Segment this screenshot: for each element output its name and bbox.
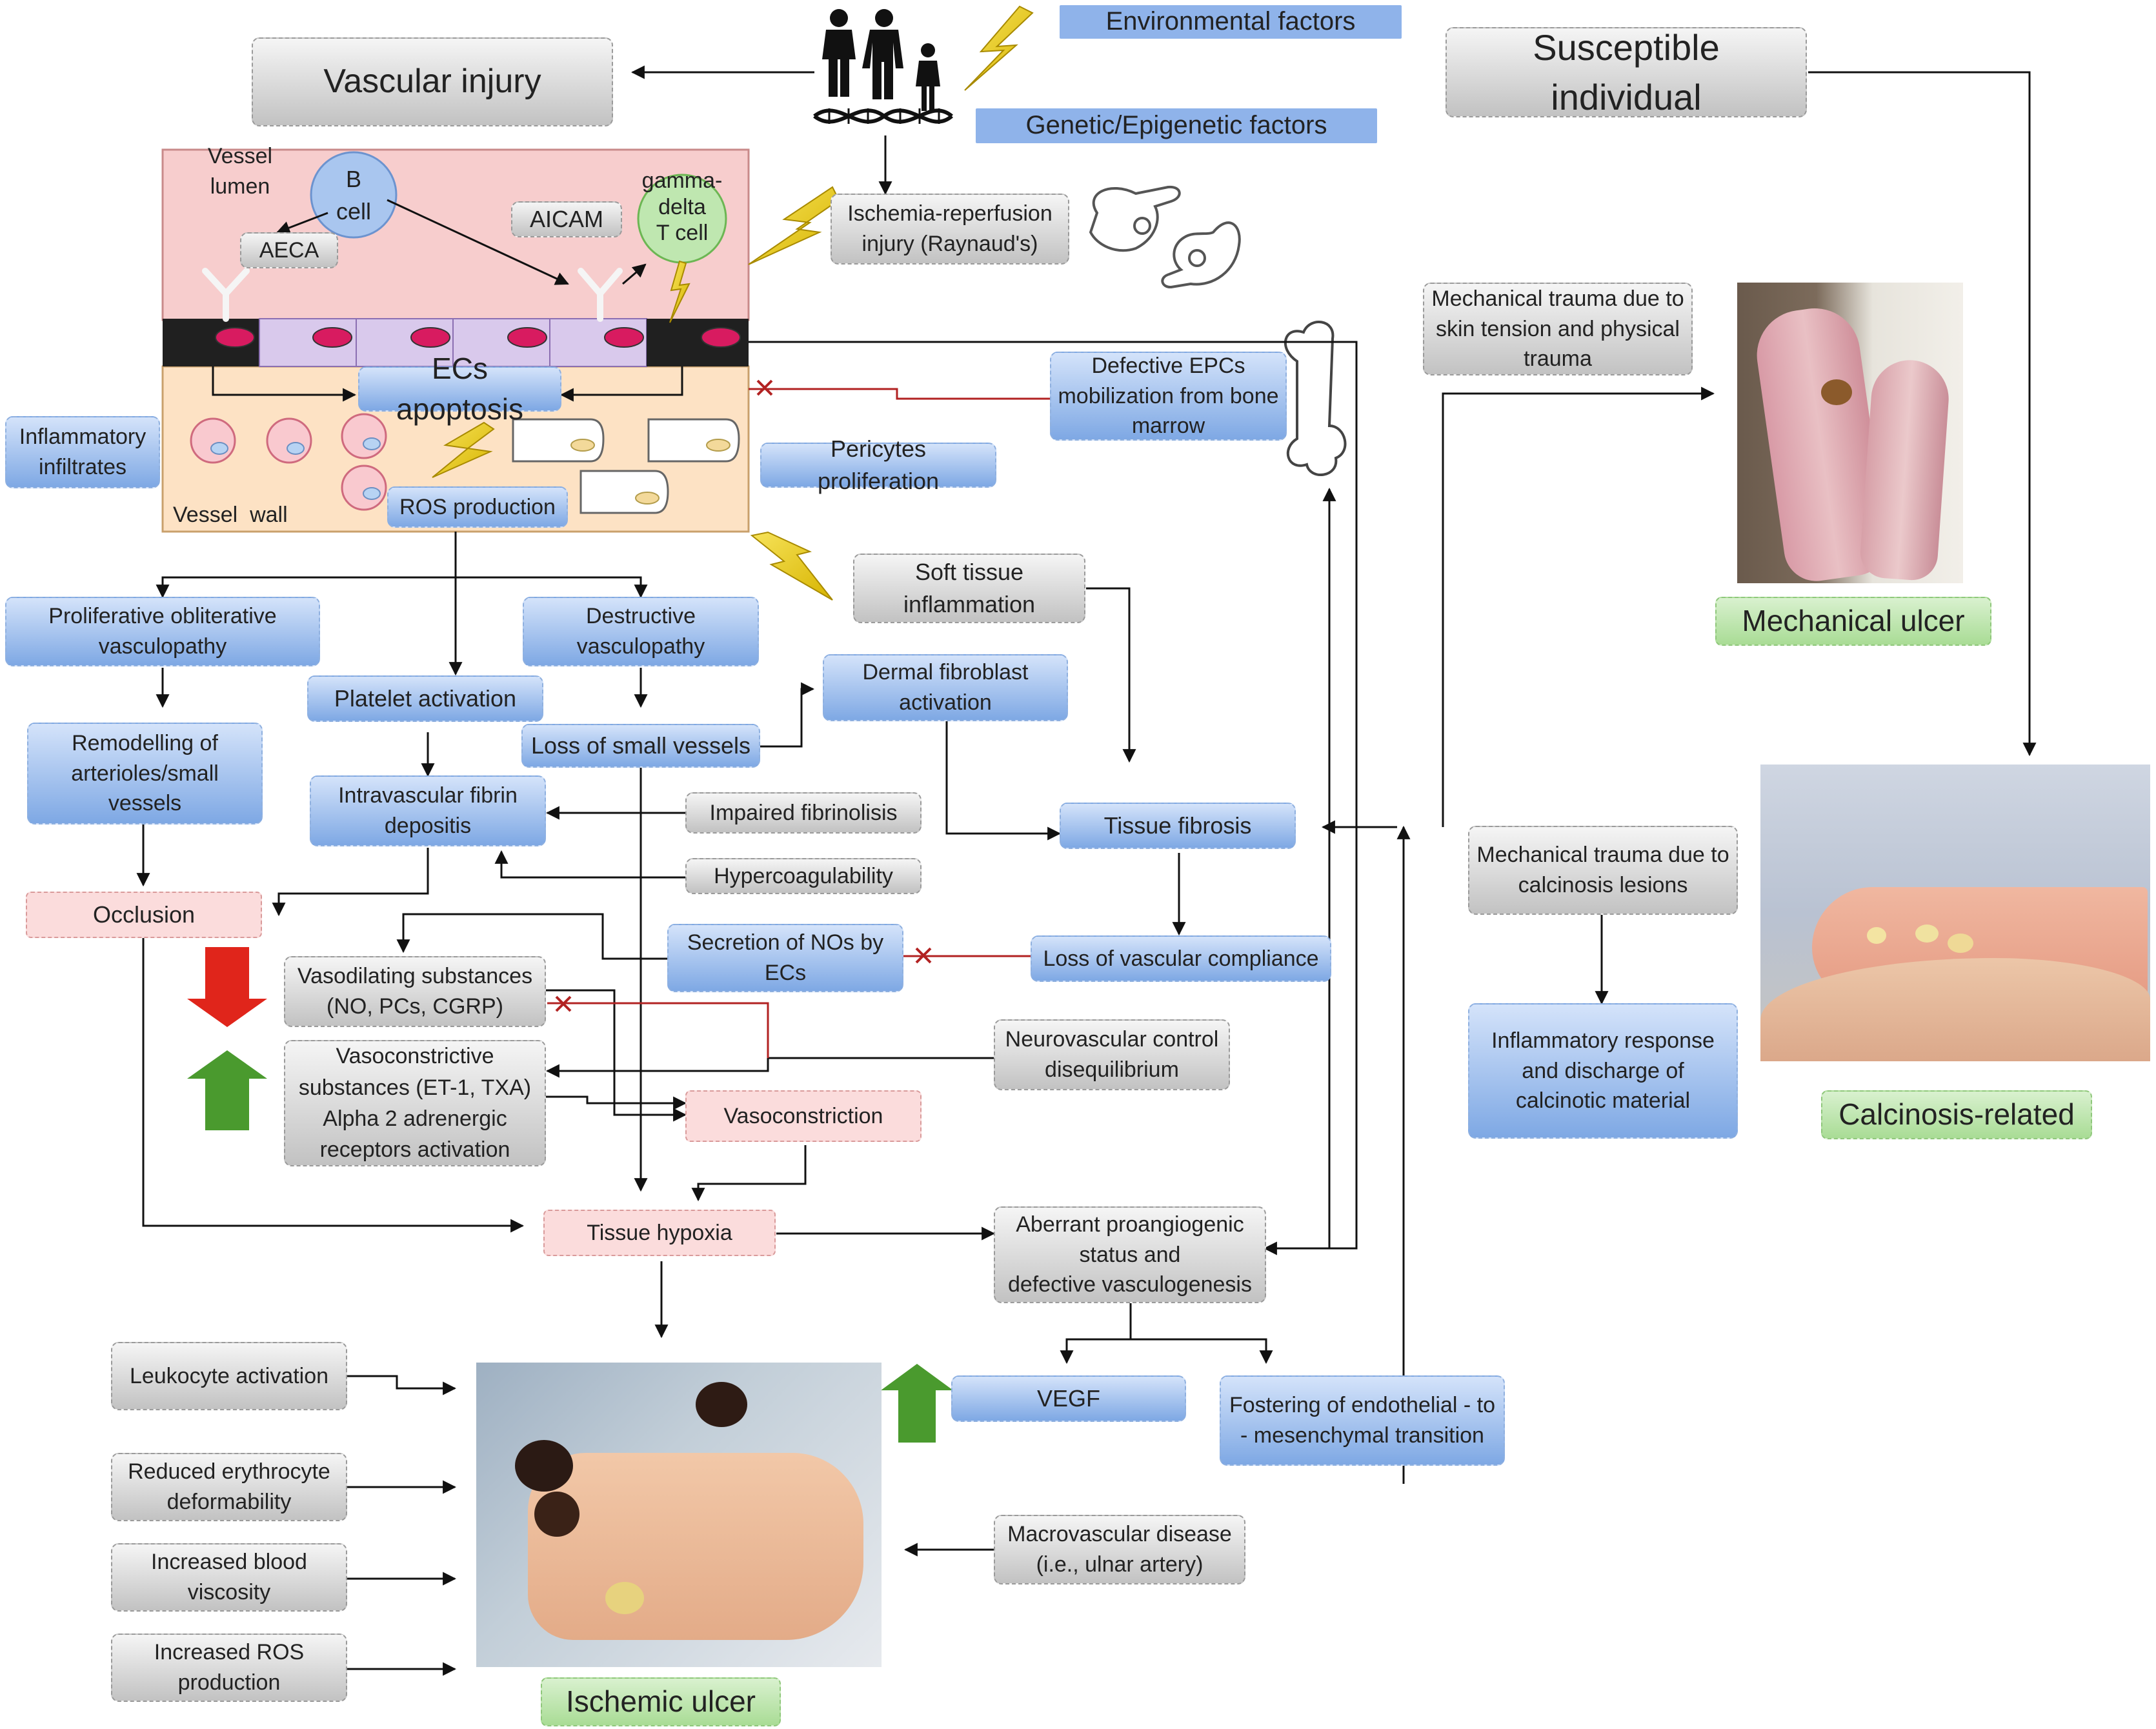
environmental-factors-label: Environmental factors	[1060, 5, 1402, 39]
aicam-label: AICAM	[511, 201, 622, 237]
inflammatory-cells	[190, 413, 387, 511]
proliferative-vasculopathy-box: Proliferative obliterative vasculopathy	[5, 597, 320, 666]
vegf-box: VEGF	[951, 1375, 1186, 1422]
pericytes-proliferation-box: Pericytes proliferation	[760, 435, 996, 494]
ischemic-ulcer-label: Ischemic ulcer	[541, 1677, 781, 1726]
inflammatory-infiltrates-box: Inflammatory infiltrates	[5, 416, 160, 488]
soft-tissue-inflammation-box: Soft tissue inflammation	[853, 554, 1085, 623]
aberrant-proangiogenic-box: Aberrant proangiogenic status and defect…	[994, 1206, 1266, 1303]
lightning-icon	[964, 5, 1034, 91]
inflammatory-response-box: Inflammatory response and discharge of c…	[1468, 1003, 1738, 1139]
leukocyte-activation-box: Leukocyte activation	[111, 1342, 347, 1410]
loss-small-vessels-box: Loss of small vessels	[521, 724, 760, 768]
fostering-endothelial-box: Fostering of endothelial - to - mesenchy…	[1220, 1375, 1505, 1466]
connectors	[136, 65, 2037, 1676]
hands-icon	[1089, 185, 1241, 288]
occlusion-box: Occlusion	[26, 892, 262, 938]
increased-viscosity-box: Increased blood viscosity	[111, 1543, 347, 1612]
ischemia-reperfusion-box: Ischemia-reperfusion injury (Raynaud's)	[831, 194, 1069, 265]
genetic-factors-label: Genetic/Epigenetic factors	[976, 108, 1377, 143]
ros-production-box: ROS production	[387, 486, 568, 528]
impaired-fibrinolisis-box: Impaired fibrinolisis	[685, 792, 922, 834]
macrovascular-disease-box: Macrovascular disease (i.e., ulnar arter…	[994, 1515, 1245, 1584]
vasoconstrictive-substances-box: Vasoconstrictive substances (ET-1, TXA) …	[284, 1040, 546, 1166]
vessel-wall-label: Vessel wall	[173, 502, 288, 527]
platelet-activation-box: Platelet activation	[307, 675, 543, 722]
mechanical-trauma-skin-box: Mechanical trauma due to skin tension an…	[1423, 283, 1693, 375]
mechanical-ulcer-label: Mechanical ulcer	[1715, 597, 1991, 646]
ecs-apoptosis-box: ECs apoptosis	[358, 352, 561, 426]
lightning-icon	[669, 260, 690, 323]
neurovascular-box: Neurovascular control disequilibrium	[994, 1019, 1230, 1090]
loss-vascular-compliance-box: Loss of vascular compliance	[1031, 935, 1331, 982]
susceptible-individual-box: Susceptible individual	[1446, 27, 1807, 117]
remodelling-box: Remodelling of arterioles/small vessels	[27, 723, 263, 825]
vasoconstriction-box: Vasoconstriction	[685, 1090, 922, 1142]
vasodilating-substances-box: Vasodilating substances (NO, PCs, CGRP)	[284, 956, 546, 1027]
lightning-icon	[748, 186, 840, 265]
tissue-hypoxia-box: Tissue hypoxia	[543, 1210, 776, 1256]
tissue-fibrosis-box: Tissue fibrosis	[1060, 803, 1296, 849]
b-cell-label: B cell	[336, 166, 372, 225]
calcinosis-photo	[1760, 765, 2150, 1061]
aeca-label: AECA	[240, 232, 338, 268]
vascular-injury-box: Vascular injury	[252, 37, 613, 126]
defective-epcs-box: Defective EPCs mobilization from bone ma…	[1050, 352, 1287, 441]
mechanical-trauma-calcinosis-box: Mechanical trauma due to calcinosis lesi…	[1468, 826, 1738, 915]
calcinosis-related-label: Calcinosis-related	[1821, 1090, 2092, 1139]
lightning-icon	[432, 421, 495, 478]
inhibition-x-icon	[555, 379, 932, 1012]
lightning-icon	[750, 531, 833, 601]
secretion-nos-box: Secretion of NOs by ECs	[667, 924, 903, 992]
reduced-erythrocyte-box: Reduced erythrocyte deformability	[111, 1453, 347, 1521]
bone-icon	[1284, 321, 1347, 476]
decrease-arrow-icon	[187, 947, 267, 1027]
dermal-fibroblast-box: Dermal fibroblast activation	[823, 654, 1068, 721]
hypercoagulability-box: Hypercoagulability	[685, 858, 922, 894]
vessel-lumen-label: Vessel lumen	[207, 144, 273, 199]
dna-icon	[813, 108, 953, 124]
ischemic-ulcer-photo	[476, 1363, 882, 1667]
increase-arrow-icon	[881, 1364, 953, 1443]
increased-ros-box: Increased ROS production	[111, 1634, 347, 1702]
endothelial-layer	[163, 318, 749, 367]
destructive-vasculopathy-box: Destructive vasculopathy	[523, 597, 759, 666]
gamma-delta-t-cell-label: gamma- delta T cell	[641, 168, 723, 246]
family-icon	[822, 9, 940, 111]
antibody-icon	[202, 268, 250, 322]
mechanical-ulcer-photo	[1737, 283, 1963, 583]
increase-arrow-icon	[187, 1050, 267, 1130]
intravascular-fibrin-box: Intravascular fibrin depositis	[310, 775, 546, 846]
b-cell	[310, 151, 398, 239]
antibody-icon	[578, 268, 623, 322]
